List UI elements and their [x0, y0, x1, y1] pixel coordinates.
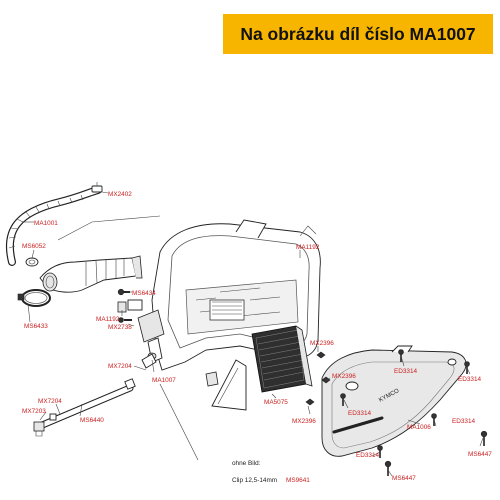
note-clip-size: Clip 12,5-14mm — [232, 477, 277, 484]
label-mx2396-2: MX2396 — [332, 373, 356, 380]
intake-duct — [39, 255, 143, 293]
label-mx2396-3: MX2396 — [292, 418, 316, 425]
clamp-mx7204-lower — [49, 413, 57, 421]
clip-mx2396-1 — [316, 351, 326, 359]
label-ms6440: MS6440 — [80, 417, 104, 424]
label-mx7203: MX7203 — [22, 408, 46, 415]
label-mx2738: MX2738 — [108, 324, 132, 331]
screw-mx2738 — [118, 317, 132, 323]
screw-ed3314-1 — [398, 349, 404, 362]
label-ms6447-1: MS6447 — [468, 451, 492, 458]
note-ohne-bild: ohne Bild: — [232, 460, 261, 467]
clamp-mx7204-upper — [124, 378, 136, 390]
label-ed3314-2: ED3314 — [458, 376, 482, 383]
label-ma1007: MA1007 — [152, 377, 176, 384]
label-ms6052: MS6052 — [22, 243, 46, 250]
plug-mx7203 — [33, 421, 45, 437]
screw-ed3314-5 — [377, 445, 383, 458]
label-ed3314-3: ED3314 — [348, 410, 372, 417]
clamp-mx2402 — [91, 182, 103, 193]
label-ed3314-4: ED3314 — [452, 418, 476, 425]
label-ma1192-right: MA1192 — [296, 244, 320, 251]
screw-ed3314-4 — [431, 413, 437, 426]
label-ma1006: MA1006 — [407, 424, 431, 431]
label-ed3314-5: ED3314 — [356, 452, 380, 459]
label-mx7204-upper: MX7204 — [108, 363, 132, 370]
cover-piece — [211, 359, 247, 411]
label-ms9641: MS9641 — [286, 477, 310, 484]
label-ma5075: MA5075 — [264, 399, 288, 406]
airbox-cover-ma1006 — [321, 345, 467, 457]
label-ed3314-1: ED3314 — [394, 368, 418, 375]
clamp-ms6433 — [17, 289, 51, 307]
label-ms6433: MS6433 — [24, 323, 48, 330]
leader-lines — [22, 191, 484, 477]
clamp-ms6052 — [25, 257, 39, 267]
air-filter-ma5075 — [251, 325, 313, 393]
tab-piece — [205, 371, 219, 387]
label-ma1001: MA1001 — [34, 220, 58, 227]
label-mx2402: MX2402 — [108, 191, 132, 198]
screw-ed3314-2 — [464, 361, 470, 374]
screw-ms6447-1 — [480, 430, 488, 446]
clip-mx2396-3 — [305, 398, 315, 406]
label-mx2396-1: MX2396 — [310, 340, 334, 347]
label-ma1192-left: MA1192 — [96, 316, 120, 323]
screw-ed3314-3 — [340, 393, 346, 406]
screw-ms6447-2 — [384, 460, 392, 476]
outlet-nozzle — [141, 353, 157, 369]
part-number-banner: Na obrázku díl číslo MA1007 — [223, 14, 493, 54]
label-ms6434: MS6434 — [132, 290, 156, 297]
label-ms6447-2: MS6447 — [392, 475, 416, 482]
label-mx7204-lower: MX7204 — [38, 398, 62, 405]
hose-ma1001 — [5, 186, 102, 266]
